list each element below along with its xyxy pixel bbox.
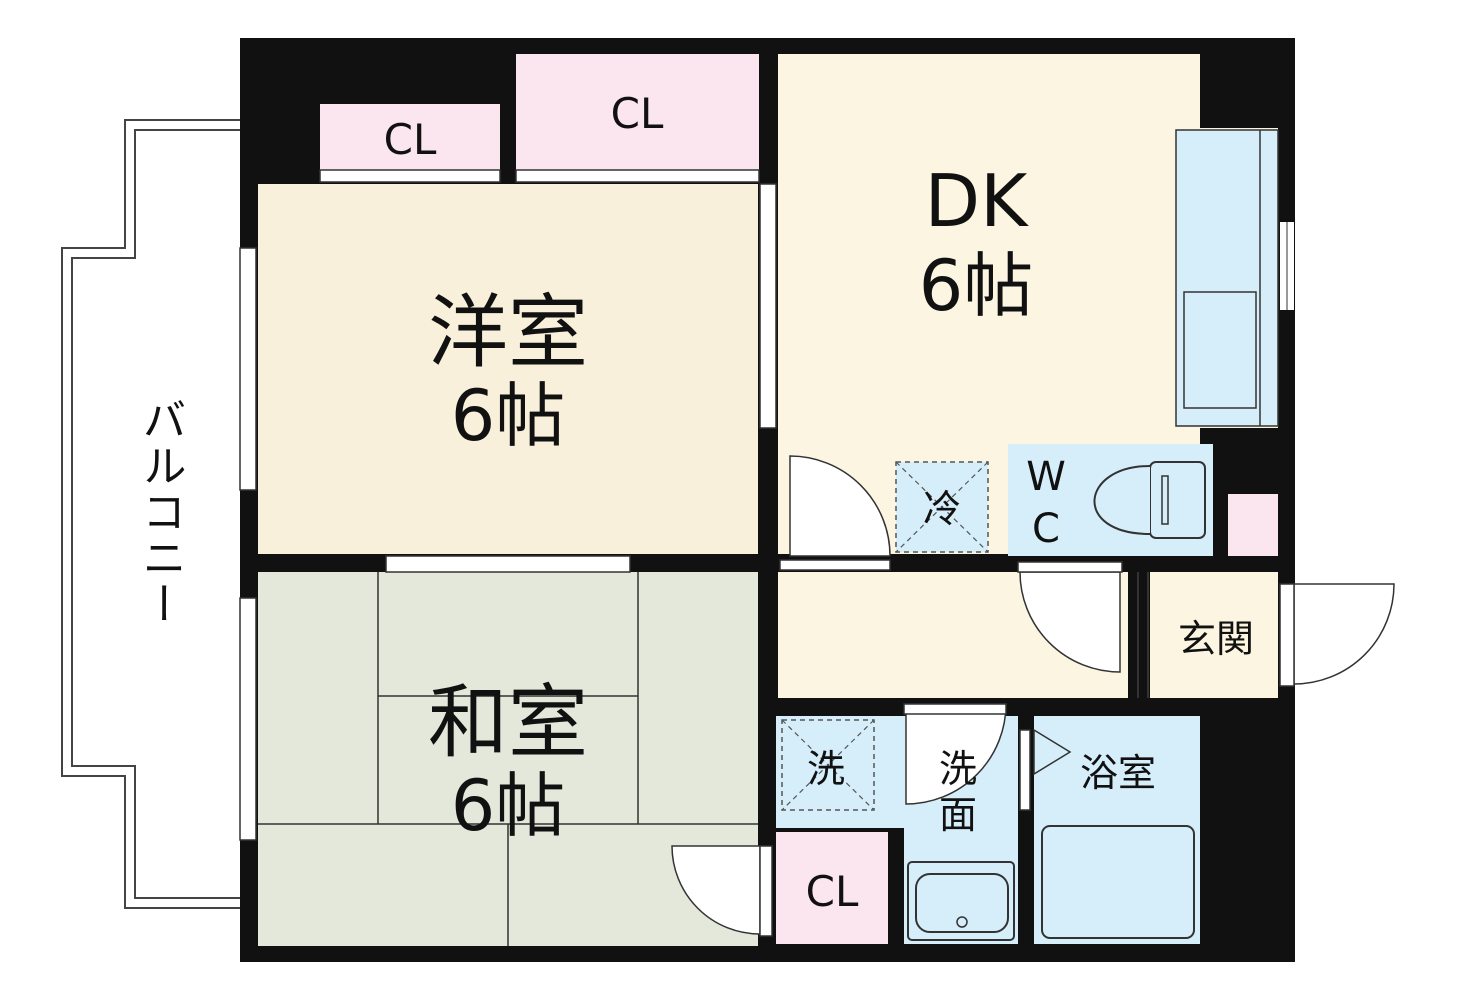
balcony-label: バルコニー bbox=[135, 397, 186, 627]
closet-2-label: CL bbox=[611, 89, 664, 138]
western-room-size: 6帖 bbox=[451, 375, 566, 457]
washroom-label-2: 面 bbox=[939, 793, 977, 837]
kitchen-counter bbox=[1175, 129, 1279, 427]
wc-label-w: W bbox=[1026, 454, 1066, 500]
washer-spot bbox=[781, 719, 875, 811]
kitchen-window bbox=[1280, 222, 1294, 310]
shoe-closet bbox=[1228, 494, 1278, 556]
door-swings bbox=[671, 455, 1395, 935]
washroom-label-1: 洗 bbox=[939, 747, 977, 791]
fridge-label: 冷 bbox=[923, 487, 961, 531]
entrance-label: 玄関 bbox=[1178, 617, 1254, 661]
western-room-label: 洋室 bbox=[428, 286, 588, 379]
bath-label: 浴室 bbox=[1080, 751, 1156, 795]
closet-bottom bbox=[776, 832, 888, 944]
washer-label: 洗 bbox=[807, 747, 845, 791]
closet-top-left bbox=[320, 104, 500, 180]
closet-1-label: CL bbox=[384, 115, 437, 164]
windows bbox=[239, 169, 777, 841]
western-room bbox=[258, 184, 758, 554]
japanese-room bbox=[258, 572, 758, 946]
entrance-area bbox=[1150, 572, 1278, 698]
closet-3-label: CL bbox=[806, 867, 859, 916]
closet-top-right bbox=[516, 54, 759, 180]
bathtub bbox=[1041, 825, 1195, 939]
dk-label: DK bbox=[925, 159, 1029, 243]
wash-basin bbox=[907, 861, 1015, 941]
fridge-spot bbox=[895, 461, 989, 553]
toilet-icon bbox=[1093, 461, 1206, 539]
wc-label-c: C bbox=[1032, 506, 1060, 552]
japanese-room-label: 和室 bbox=[428, 676, 588, 769]
dk-size: 6帖 bbox=[919, 245, 1034, 327]
balcony bbox=[61, 119, 240, 909]
japanese-room-size: 6帖 bbox=[451, 765, 566, 847]
